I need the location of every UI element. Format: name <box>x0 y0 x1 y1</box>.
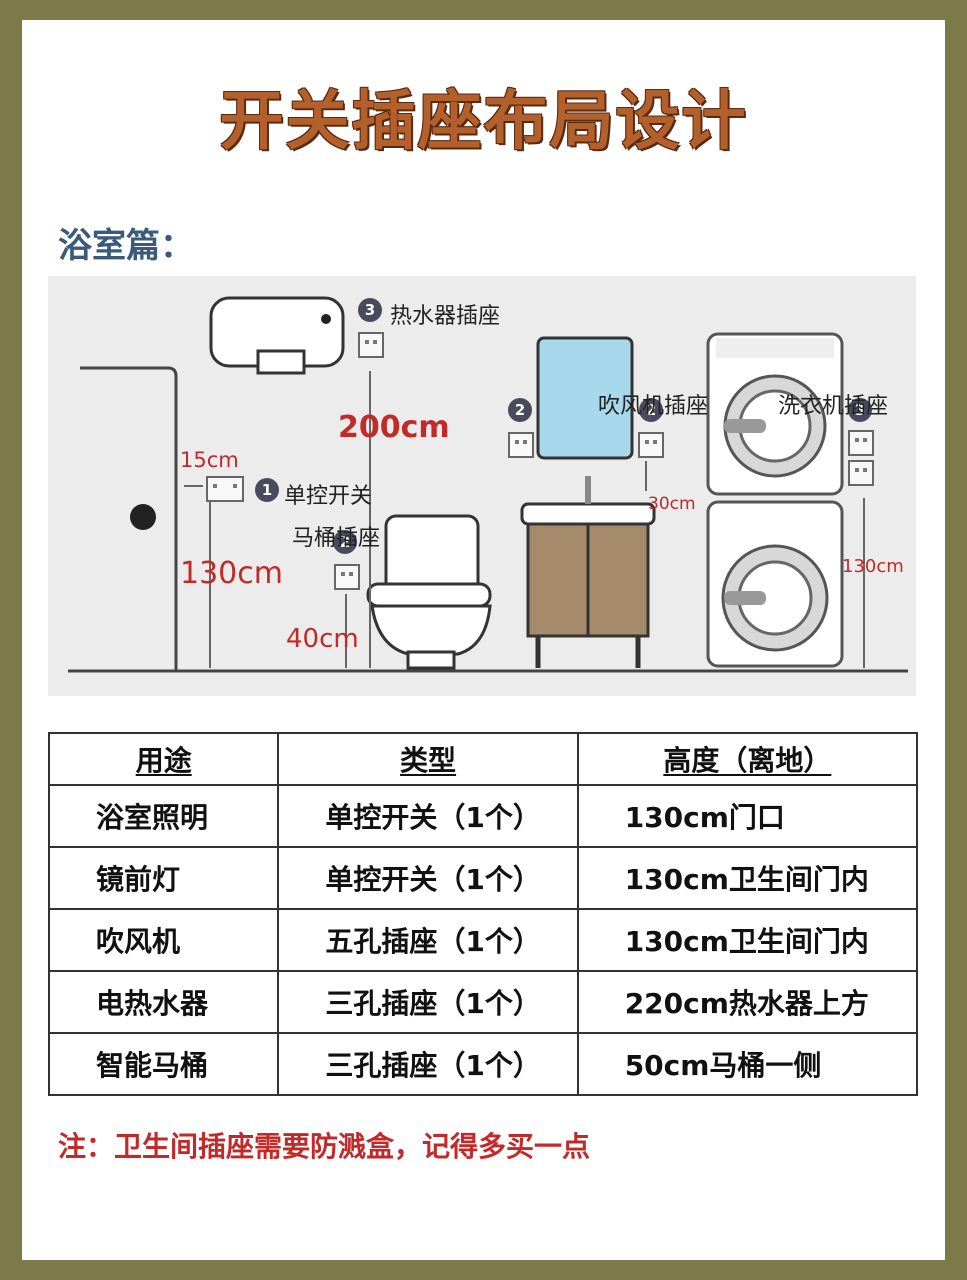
height-30-label: 30cm <box>648 494 696 514</box>
section-heading: 浴室篇： <box>58 226 194 266</box>
washer-outlet-top <box>848 430 874 456</box>
toilet-bowl <box>370 604 492 656</box>
bathroom-diagram: 1 2 2 2 3 3 热水器插座 200cm 15cm 单控开关 130cm … <box>48 276 916 696</box>
cell-usage: 吹风机 <box>47 908 280 972</box>
water-heater-outlet <box>358 332 384 358</box>
switch-label: 单控开关 <box>284 484 373 509</box>
cell-height: 130cm门口 <box>576 784 919 848</box>
height-130-right-label: 130cm <box>842 556 904 577</box>
water-heater-label: 热水器插座 <box>390 304 501 329</box>
height-200-label: 200cm <box>338 410 450 445</box>
badge-1: 1 <box>255 478 279 502</box>
hair-dryer-outlet <box>638 432 664 458</box>
bathroom-illustration <box>68 296 908 673</box>
cell-type: 五孔插座（1个） <box>277 908 579 972</box>
table-row: 电热水器 三孔插座（1个） 220cm热水器上方 <box>47 970 919 1034</box>
sink <box>520 502 656 526</box>
page-title: 开关插座布局设计 <box>219 85 748 159</box>
cell-type: 三孔插座（1个） <box>277 970 579 1034</box>
cell-usage: 智能马桶 <box>47 1032 280 1096</box>
badge-2-dryer: 2 <box>639 398 663 422</box>
door-knob <box>130 504 156 530</box>
header-height: 高度（离地） <box>576 732 919 786</box>
cell-height: 130cm卫生间门内 <box>576 846 919 910</box>
cell-type: 单控开关（1个） <box>277 846 579 910</box>
badge-3-heater: 3 <box>358 298 382 322</box>
table-row: 吹风机 五孔插座（1个） 130cm卫生间门内 <box>47 908 919 972</box>
header-usage: 用途 <box>47 732 280 786</box>
mirror <box>536 336 634 460</box>
footnote: 注：卫生间插座需要防溅盒，记得多买一点 <box>58 1130 591 1163</box>
washer-outlet-bottom <box>848 460 874 486</box>
spec-table: 用途 类型 高度（离地） 浴室照明 单控开关（1个） 130cm门口 镜前灯 单… <box>47 732 919 1096</box>
cell-usage: 电热水器 <box>47 970 280 1034</box>
light-switch <box>206 476 244 502</box>
toilet-outlet <box>334 564 360 590</box>
table-header-row: 用途 类型 高度（离地） <box>47 732 919 786</box>
switch-offset-label: 15cm <box>180 448 239 472</box>
washer-outlet-label: 洗衣机插座 <box>778 394 889 419</box>
cell-height: 50cm马桶一侧 <box>576 1032 919 1096</box>
hair-dryer-outlet-label: 吹风机插座 <box>598 394 709 419</box>
cell-usage: 浴室照明 <box>47 784 280 848</box>
cell-height: 130cm卫生间门内 <box>576 908 919 972</box>
height-40-label: 40cm <box>286 624 359 654</box>
cell-usage: 镜前灯 <box>47 846 280 910</box>
cell-type: 单控开关（1个） <box>277 784 579 848</box>
table-row: 浴室照明 单控开关（1个） 130cm门口 <box>47 784 919 848</box>
table-row: 智能马桶 三孔插座（1个） 50cm马桶一侧 <box>47 1032 919 1096</box>
toilet-outlet-label: 马桶插座 <box>292 526 381 551</box>
table-row: 镜前灯 单控开关（1个） 130cm卫生间门内 <box>47 846 919 910</box>
toilet-tank <box>384 514 480 596</box>
height-130-left-label: 130cm <box>180 556 283 591</box>
badge-3-washer: 3 <box>848 398 872 422</box>
badge-2-toilet: 2 <box>333 530 357 554</box>
header-type: 类型 <box>277 732 579 786</box>
cell-height: 220cm热水器上方 <box>576 970 919 1034</box>
door-frame <box>80 366 178 671</box>
cell-type: 三孔插座（1个） <box>277 1032 579 1096</box>
badge-2-mirror: 2 <box>508 398 532 422</box>
mirror-outlet <box>508 432 534 458</box>
poster: 开关插座布局设计 浴室篇： <box>22 20 945 1260</box>
